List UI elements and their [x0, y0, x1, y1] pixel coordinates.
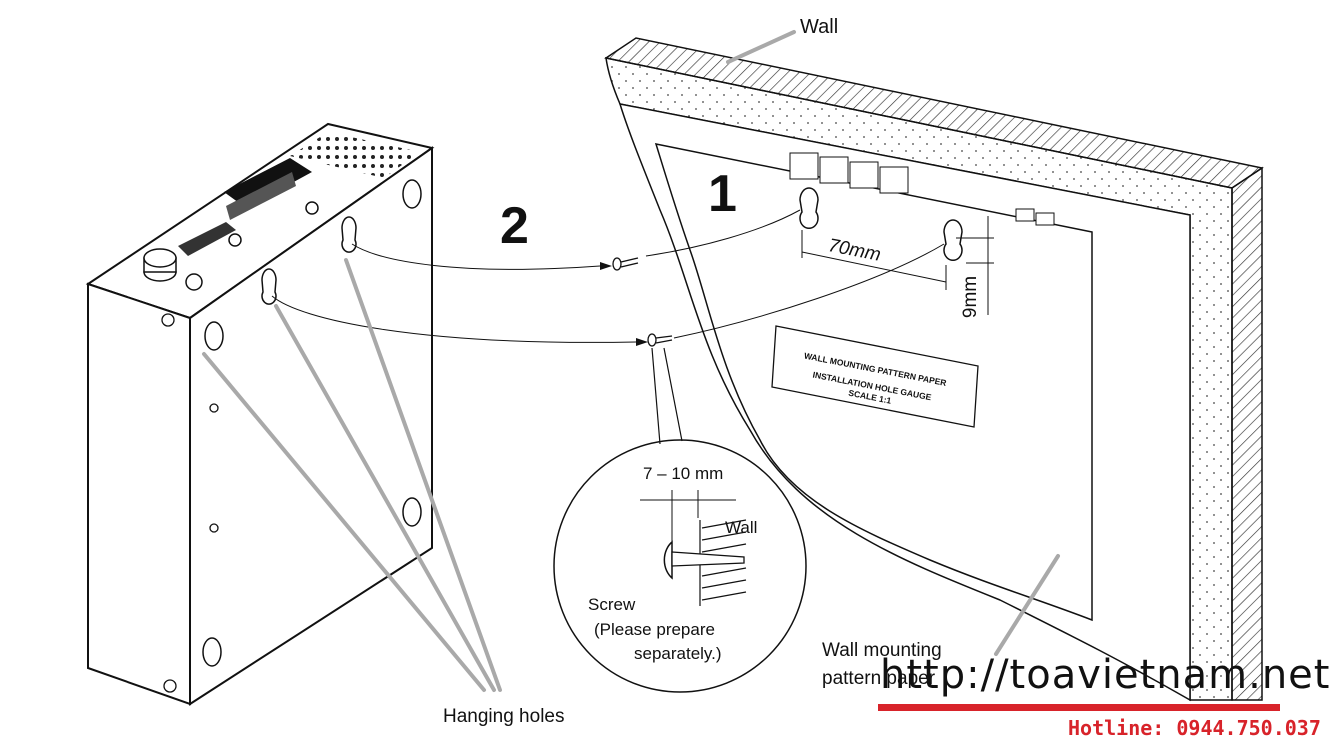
wall-right-hatch — [1231, 166, 1263, 701]
leader-lines — [202, 30, 1060, 692]
watermark-url: http://toavietnam.net — [880, 652, 1330, 698]
label-hanging-holes: Hanging holes — [443, 706, 565, 727]
diagram-drawing — [85, 30, 1280, 711]
label-9mm: 9mm — [960, 275, 982, 319]
screw-detail — [553, 347, 807, 693]
screw-upper — [612, 257, 639, 271]
device-vent-grille — [290, 132, 420, 178]
paper-top-blocks — [789, 152, 1055, 226]
device-hanging-hole-1 — [341, 216, 357, 253]
label-screw-note1: (Please prepare — [594, 620, 715, 639]
device-hanging-hole-2 — [261, 268, 277, 305]
label-pattern-paper-2: pattern paper — [822, 668, 936, 689]
dimension-70mm — [801, 230, 947, 290]
watermark-bar — [878, 704, 1280, 711]
label-wall-top: Wall — [800, 16, 839, 38]
label-detail-dim: 7 – 10 mm — [643, 464, 724, 483]
label-detail-wall: Wall — [725, 518, 758, 537]
label-screw-note2: separately.) — [634, 644, 722, 663]
device-knob — [143, 248, 177, 282]
keyhole-right — [943, 219, 963, 262]
step-1-number: 1 — [708, 165, 737, 223]
wall-mount-diagram: Wall 1 2 70mm 9mm WALL MOUNTING PATTERN … — [85, 16, 1329, 740]
device — [85, 122, 435, 706]
watermark-hotline: Hotline: 0944.750.037 — [1068, 716, 1321, 740]
label-pattern-paper-1: Wall mounting — [822, 640, 942, 661]
device-terminals — [224, 158, 312, 220]
mount-arrows — [271, 243, 637, 343]
wall-plaster — [605, 57, 1233, 701]
device-top-screw — [185, 273, 203, 291]
device-side-face — [189, 146, 433, 706]
keyhole-left — [799, 187, 819, 230]
dimension-9mm — [956, 216, 994, 315]
screw-lower — [647, 333, 673, 347]
step-2-number: 2 — [500, 197, 529, 255]
label-screw: Screw — [588, 595, 636, 614]
pattern-paper — [654, 143, 1093, 622]
device-front-face — [87, 282, 191, 706]
paper-label-box — [771, 325, 979, 428]
device-feet — [202, 179, 422, 667]
